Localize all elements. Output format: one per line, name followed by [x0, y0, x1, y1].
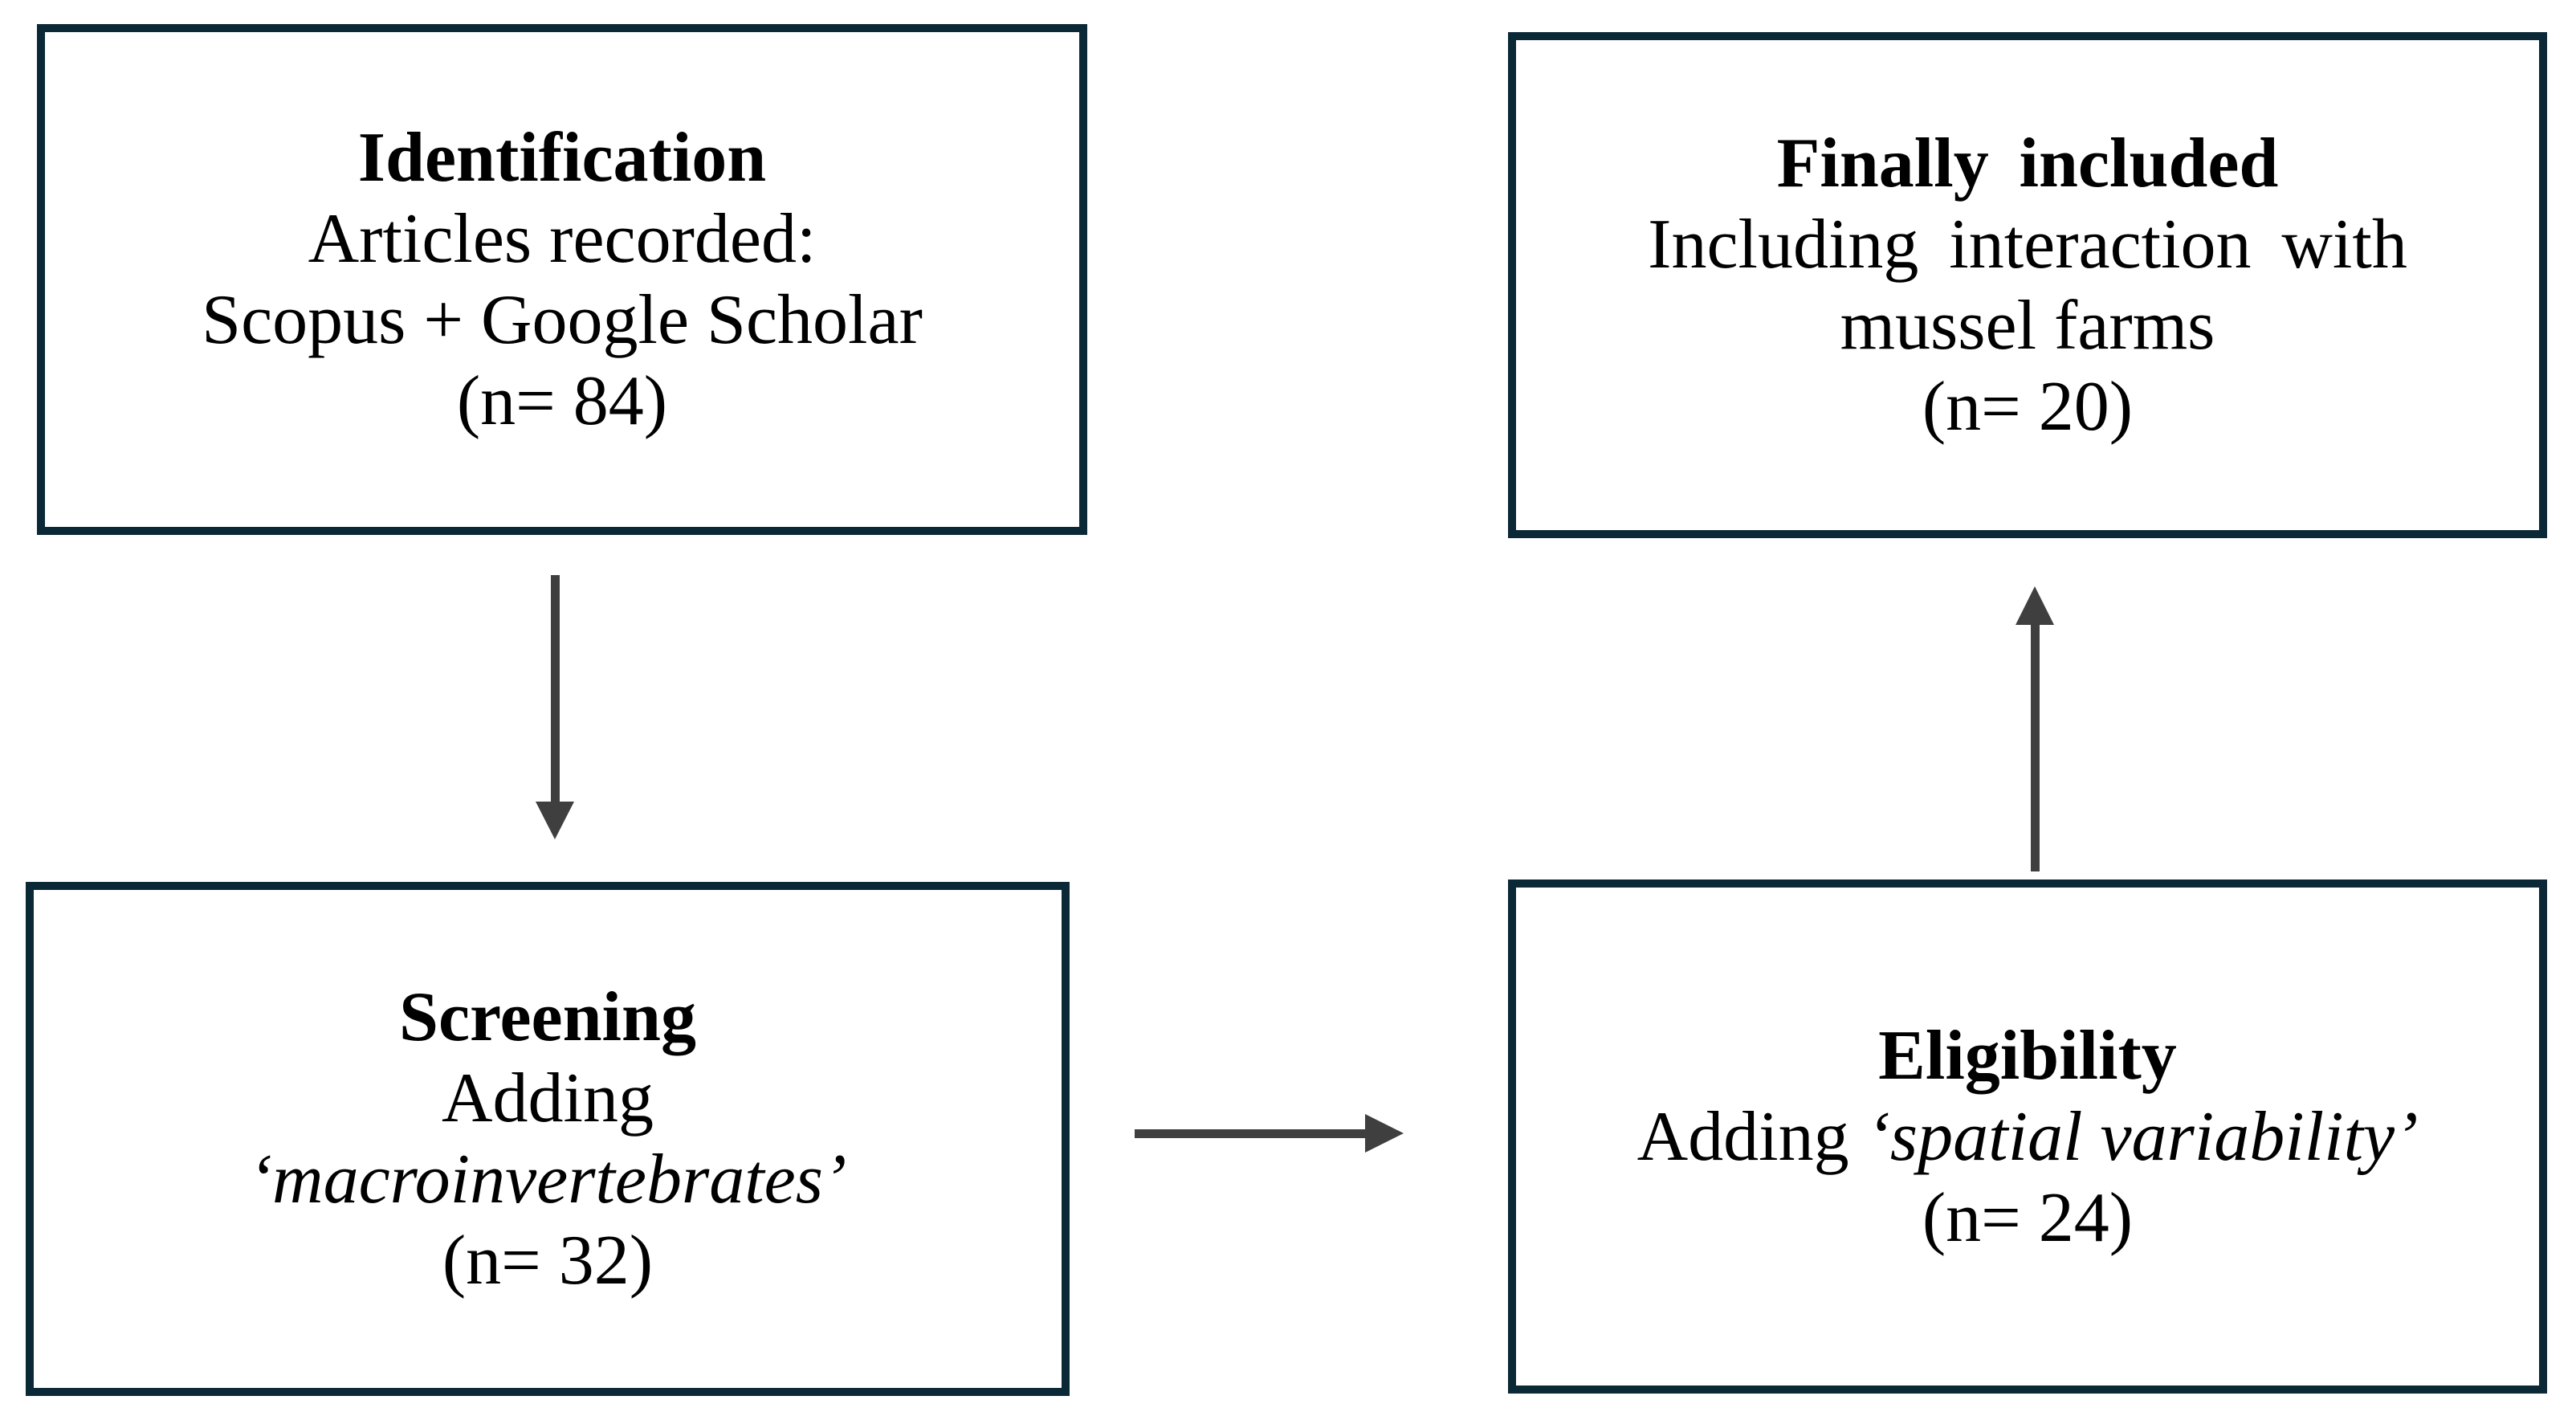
screening-search-term: ‘macroinvertebrates’: [248, 1141, 847, 1218]
finally-included-line-1: Including interaction with: [1648, 206, 2407, 284]
down-arrow-shaft: [550, 575, 560, 802]
identification-title: Identification: [357, 119, 767, 197]
eligibility-count: (n= 24): [1922, 1178, 2134, 1257]
finally-included-line-2: mussel farms: [1840, 287, 2215, 365]
down-arrowhead-icon: [536, 802, 574, 839]
eligibility-search-term: ‘spatial variability’: [1866, 1097, 2419, 1176]
finally-included-title: Finally included: [1776, 124, 2279, 202]
identification-count: (n= 84): [456, 362, 668, 440]
down-arrow-icon: [536, 575, 574, 839]
eligibility-line-1: Adding ‘spatial variability’: [1637, 1096, 2419, 1177]
right-arrow-shaft: [1135, 1128, 1365, 1138]
finally-included-count: (n= 20): [1922, 368, 2134, 446]
up-arrow-shaft: [2030, 625, 2040, 871]
identification-line-2: Scopus + Google Scholar: [202, 281, 923, 359]
right-arrowhead-icon: [1365, 1114, 1404, 1153]
screening-count: (n= 32): [442, 1222, 654, 1300]
right-arrow-icon: [1135, 1114, 1404, 1153]
eligibility-line-prefix: Adding: [1636, 1097, 1867, 1176]
finally-included-box: Finally included Including interaction w…: [1508, 32, 2547, 538]
screening-line-1: Adding: [442, 1059, 654, 1137]
screening-box: Screening Adding ‘macroinvertebrates’ (n…: [26, 882, 1070, 1396]
up-arrow-icon: [2016, 586, 2054, 871]
identification-line-1: Articles recorded:: [308, 200, 817, 278]
eligibility-box: Eligibility Adding ‘spatial variability’…: [1508, 879, 2547, 1394]
identification-box: Identification Articles recorded: Scopus…: [37, 24, 1087, 535]
screening-title: Screening: [399, 978, 696, 1056]
up-arrowhead-icon: [2016, 586, 2054, 625]
eligibility-title: Eligibility: [1878, 1016, 2177, 1095]
